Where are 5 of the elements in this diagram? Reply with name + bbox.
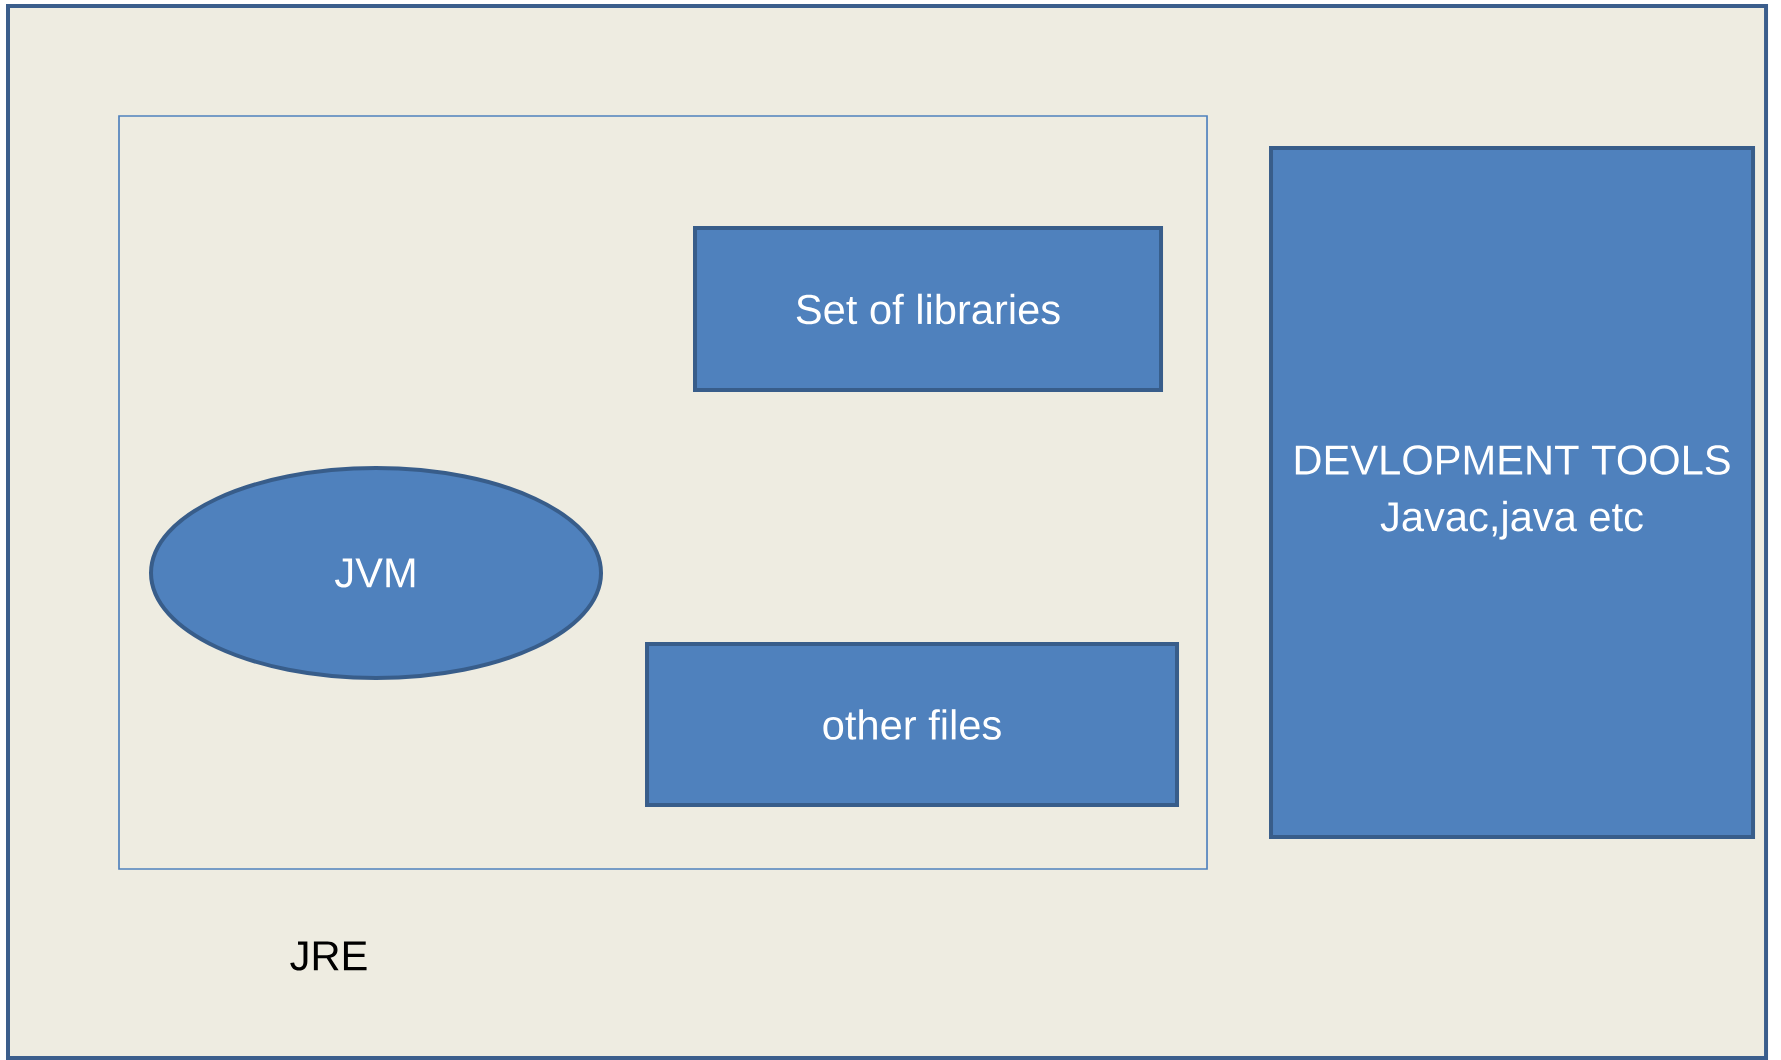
process-box: Set of libraries [693,226,1164,392]
ellipse-node: JVM [149,466,603,680]
node-label: JRE [290,941,367,971]
process-box: DEVLOPMENT TOOLS Javac,java etc [1269,146,1756,839]
process-box: other files [645,642,1179,807]
